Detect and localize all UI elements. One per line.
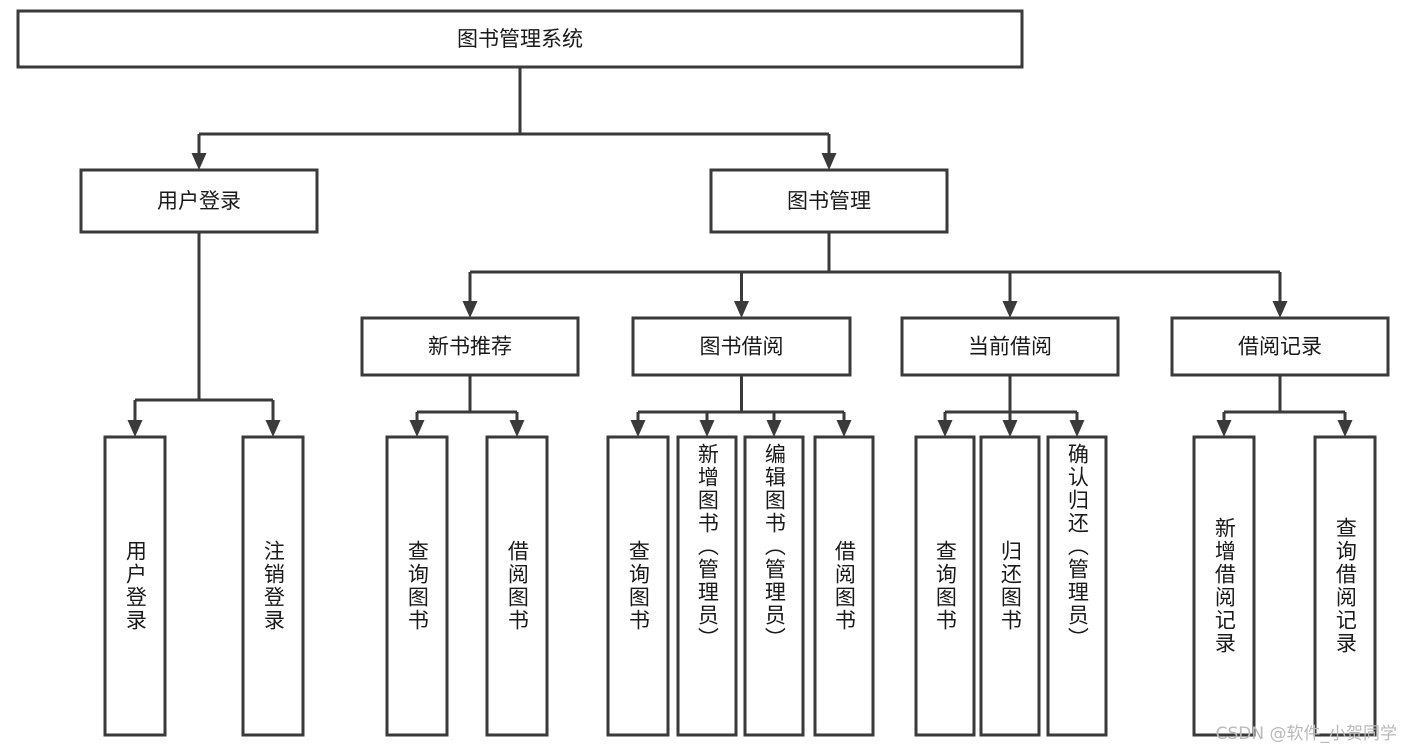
arrow-head-icon [1337, 420, 1353, 437]
arrow-head-icon [836, 420, 852, 437]
node-label-level3-0: 新书推荐 [428, 335, 512, 359]
arrow-head-icon [1272, 301, 1288, 318]
node-box-leaf-10[interactable] [1046, 435, 1108, 737]
arrow-head-icon [462, 301, 478, 318]
node-label-level3-3: 借阅记录 [1238, 335, 1322, 359]
node-box-leaf-0[interactable] [103, 435, 167, 737]
node-label-level2-0: 用户登录 [157, 189, 241, 213]
node-label-root: 图书管理系统 [457, 27, 583, 51]
node-box-leaf-1[interactable] [241, 435, 305, 737]
node-label-level3-1: 图书借阅 [700, 335, 784, 359]
node-box-leaf-8[interactable] [914, 435, 976, 737]
node-box-level3-2[interactable] [900, 316, 1120, 377]
arrow-head-icon [734, 301, 749, 318]
arrow-head-icon [127, 420, 143, 437]
arrow-head-icon [821, 153, 837, 170]
node-box-leaf-4[interactable] [606, 435, 670, 737]
arrow-head-icon [1002, 420, 1018, 437]
node-box-leaf-12[interactable] [1313, 435, 1377, 737]
node-label-level2-1: 图书管理 [787, 189, 871, 213]
arrow-head-icon [937, 420, 953, 437]
node-box-level3-1[interactable] [631, 316, 852, 377]
arrow-head-icon [1069, 420, 1085, 437]
arrow-head-icon [409, 420, 425, 437]
node-box-level3-3[interactable] [1170, 316, 1390, 377]
node-box-level2-1[interactable] [709, 168, 949, 234]
connector-lines [127, 67, 1353, 437]
arrow-head-icon [699, 420, 715, 437]
arrow-head-icon [191, 153, 207, 170]
node-box-leaf-3[interactable] [485, 435, 549, 737]
node-box-leaf-7[interactable] [813, 435, 875, 737]
node-box-leaf-5[interactable] [676, 435, 738, 737]
arrow-head-icon [1002, 301, 1018, 318]
arrow-head-icon [766, 420, 782, 437]
node-box-level3-0[interactable] [360, 316, 580, 377]
node-box-level2-0[interactable] [79, 168, 319, 234]
node-box-leaf-11[interactable] [1192, 435, 1256, 737]
node-box-leaf-6[interactable] [743, 435, 805, 737]
arrow-head-icon [1216, 420, 1232, 437]
arrow-head-icon [509, 420, 525, 437]
node-label-level3-2: 当前借阅 [968, 335, 1052, 359]
node-box-leaf-2[interactable] [385, 435, 449, 737]
arrow-head-icon [630, 420, 646, 437]
csdn-watermark: CSDN @软件_小贺同学 [1215, 724, 1397, 744]
arrow-head-icon [265, 420, 281, 437]
node-box-leaf-9[interactable] [979, 435, 1041, 737]
node-boxes [16, 9, 1390, 737]
node-box-root[interactable] [16, 9, 1024, 69]
